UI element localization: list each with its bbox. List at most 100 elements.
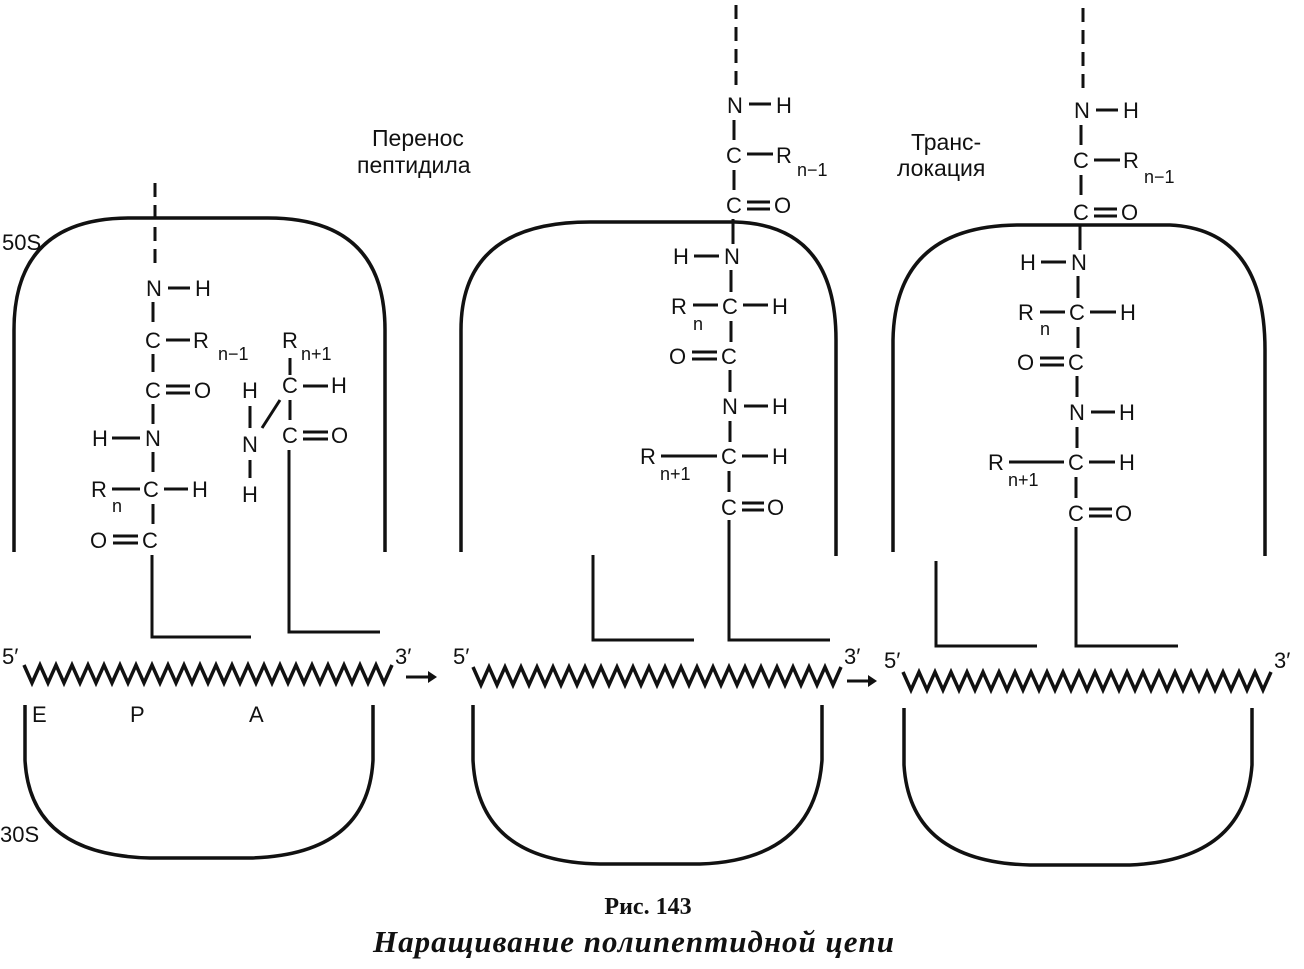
step-label-line: локация [897,155,985,181]
atom-n: N [145,426,161,451]
trna-p-site-deacylated [591,555,694,642]
figure-number: Рис. 143 [604,894,691,920]
atom-c: C [1073,148,1089,173]
atom-o: O [1115,501,1132,526]
trna-a-site [287,450,380,634]
r-group-n: R [1018,300,1034,325]
atom-h: H [772,444,788,469]
atom-n: N [242,432,258,457]
atom-c: C [721,444,737,469]
mrna-strand [471,662,843,690]
mrna-3-prime-label: 3′ [1274,648,1290,673]
mrna-strand [22,660,394,688]
atom-h: H [772,394,788,419]
atom-o: O [194,378,211,403]
atom-o: O [331,423,348,448]
atom-h: H [1020,250,1036,275]
atom-n: N [727,93,743,118]
atom-c: C [1068,501,1084,526]
mrna-strand [901,667,1273,695]
site-p-label: P [130,702,145,727]
r-group-n-plus-1: R [640,444,656,469]
atom-h: H [772,294,788,319]
atom-h: H [192,477,208,502]
small-subunit-outline [23,705,375,860]
atom-h: H [1120,300,1136,325]
subscript-n-minus-1: n−1 [1144,167,1175,187]
large-subunit-label: 50S [2,230,41,255]
panel-1-before-transfer: 50S N H C R n−1 C O H N R n C [0,183,437,860]
trna-p-site [150,555,251,639]
atom-c: C [721,344,737,369]
subscript-n-plus-1: n+1 [1008,470,1039,490]
atom-h: H [195,276,211,301]
atom-h: H [92,426,108,451]
atom-o: O [767,495,784,520]
r-group-n-minus-1: R [1123,148,1139,173]
step-label-peptidyl-transfer: Перенос пептидила [357,125,471,178]
r-group-n: R [91,477,107,502]
trna-a-site [727,520,830,642]
atom-n: N [1071,250,1087,275]
r-group-n-minus-1: R [193,328,209,353]
step-label-line: Перенос [372,125,464,151]
small-subunit-outline [902,708,1254,867]
large-subunit-outline [459,220,838,556]
atom-h: H [673,244,689,269]
atom-c: C [143,477,159,502]
atom-h: H [242,378,258,403]
atom-h: H [331,373,347,398]
atom-c: C [145,328,161,353]
r-group-n: R [671,294,687,319]
r-group-n-plus-1: R [282,328,298,353]
atom-h: H [1119,400,1135,425]
subscript-n-plus-1: n+1 [660,464,691,484]
subscript-n: n [693,314,703,334]
atom-o: O [90,528,107,553]
site-a-label: A [249,702,264,727]
atom-o: O [1121,200,1138,225]
atom-n: N [724,244,740,269]
atom-h: H [242,482,258,507]
subscript-n-minus-1: n−1 [218,344,249,364]
step-label-translocation: Транс- локация [897,129,985,181]
atom-c: C [1069,300,1085,325]
atom-c: C [726,143,742,168]
peptidyl-chain-a-site: N H C R n−1 C O H N R n C H O C [640,93,828,520]
atom-o: O [1017,350,1034,375]
atom-n: N [722,394,738,419]
atom-c: C [282,373,298,398]
atom-h: H [1123,98,1139,123]
step-label-line: пептидила [357,152,471,178]
atom-c: C [1068,450,1084,475]
atom-c: C [726,193,742,218]
mrna-5-prime-label: 5′ [2,644,18,669]
atom-h: H [776,93,792,118]
r-group-n-plus-1: R [988,450,1004,475]
panel-2-after-transfer: N H C R n−1 C O H N R n C H O C [453,5,877,866]
atom-c: C [722,294,738,319]
arrow-right-icon [847,675,877,687]
subscript-n-minus-1: n−1 [797,160,828,180]
trna-e-site [934,561,1037,648]
mrna-5-prime-label: 5′ [453,644,469,669]
arrow-right-icon [406,671,437,683]
step-label-line: Транс- [911,129,981,155]
large-subunit-outline [891,223,1267,556]
atom-o: O [669,344,686,369]
mrna-5-prime-label: 5′ [884,648,900,673]
r-group-n-minus-1: R [776,143,792,168]
peptidyl-chain-p-site: N H C R n−1 C O H N R n C H O C [90,276,249,553]
atom-o: O [774,193,791,218]
peptidyl-chain-p-site: N H C R n−1 C O H N R n C H O C [988,98,1175,526]
site-e-label: E [32,702,47,727]
large-subunit-outline [12,216,387,552]
subscript-n-plus-1: n+1 [301,344,332,364]
aminoacyl-trna-a-site: R n+1 C H C O H N H [242,328,348,507]
atom-n: N [1069,400,1085,425]
figure-caption: Наращивание полипептидной цепи [372,924,895,959]
atom-c: C [1068,350,1084,375]
atom-c: C [721,495,737,520]
atom-c: C [282,423,298,448]
